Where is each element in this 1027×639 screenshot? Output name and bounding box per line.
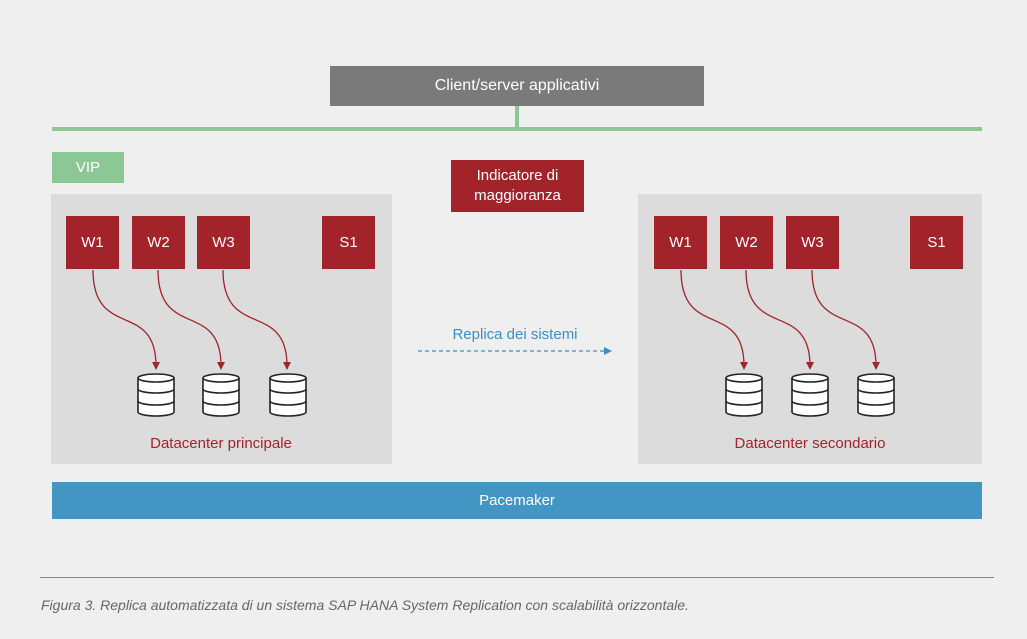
node-label: S1 <box>339 234 358 251</box>
node-label: W1 <box>669 234 692 251</box>
primary-node-w2: W2 <box>132 216 185 269</box>
node-label: W3 <box>212 234 235 251</box>
primary-node-w3: W3 <box>197 216 250 269</box>
primary-arrow-w1 <box>92 269 160 370</box>
datacenter-secondary-label: Datacenter secondario <box>734 435 886 452</box>
majority-maker-line2: maggioranza <box>474 187 561 204</box>
replication-label: Replica dei sistemi <box>452 326 578 343</box>
secondary-arrow-w3 <box>811 269 880 370</box>
pacemaker-label: Pacemaker <box>479 492 555 509</box>
node-label: W3 <box>801 234 824 251</box>
primary-arrow-w2 <box>157 269 225 370</box>
majority-maker-box: Indicatore di maggioranza <box>451 160 584 212</box>
datacenter-primary-label: Datacenter principale <box>150 435 292 452</box>
secondary-arrow-w2 <box>745 269 814 370</box>
secondary-node-w2: W2 <box>720 216 773 269</box>
client-server-label: Client/server applicativi <box>434 77 600 94</box>
network-connector <box>515 106 519 128</box>
primary-database-icon-1 <box>137 373 175 417</box>
primary-arrow-w3 <box>222 269 291 370</box>
figure-caption: Figura 3. Replica automatizzata di un si… <box>41 597 689 613</box>
secondary-database-icon-2 <box>791 373 829 417</box>
caption-divider <box>40 577 994 578</box>
secondary-database-icon-3 <box>857 373 895 417</box>
secondary-arrow-w1 <box>680 269 748 370</box>
secondary-node-w3: W3 <box>786 216 839 269</box>
primary-database-icon-3 <box>269 373 307 417</box>
vip-badge: VIP <box>52 152 124 183</box>
node-label: S1 <box>927 234 946 251</box>
vip-label: VIP <box>75 159 101 176</box>
secondary-node-s1: S1 <box>910 216 963 269</box>
node-label: W2 <box>735 234 758 251</box>
primary-database-icon-2 <box>202 373 240 417</box>
majority-maker-line1: Indicatore di <box>476 167 559 184</box>
node-label: W1 <box>81 234 104 251</box>
node-label: W2 <box>147 234 170 251</box>
network-line <box>52 127 982 131</box>
primary-node-w1: W1 <box>66 216 119 269</box>
client-server-bar: Client/server applicativi <box>330 66 704 106</box>
primary-node-s1: S1 <box>322 216 375 269</box>
secondary-node-w1: W1 <box>654 216 707 269</box>
pacemaker-bar: Pacemaker <box>52 482 982 519</box>
secondary-database-icon-1 <box>725 373 763 417</box>
